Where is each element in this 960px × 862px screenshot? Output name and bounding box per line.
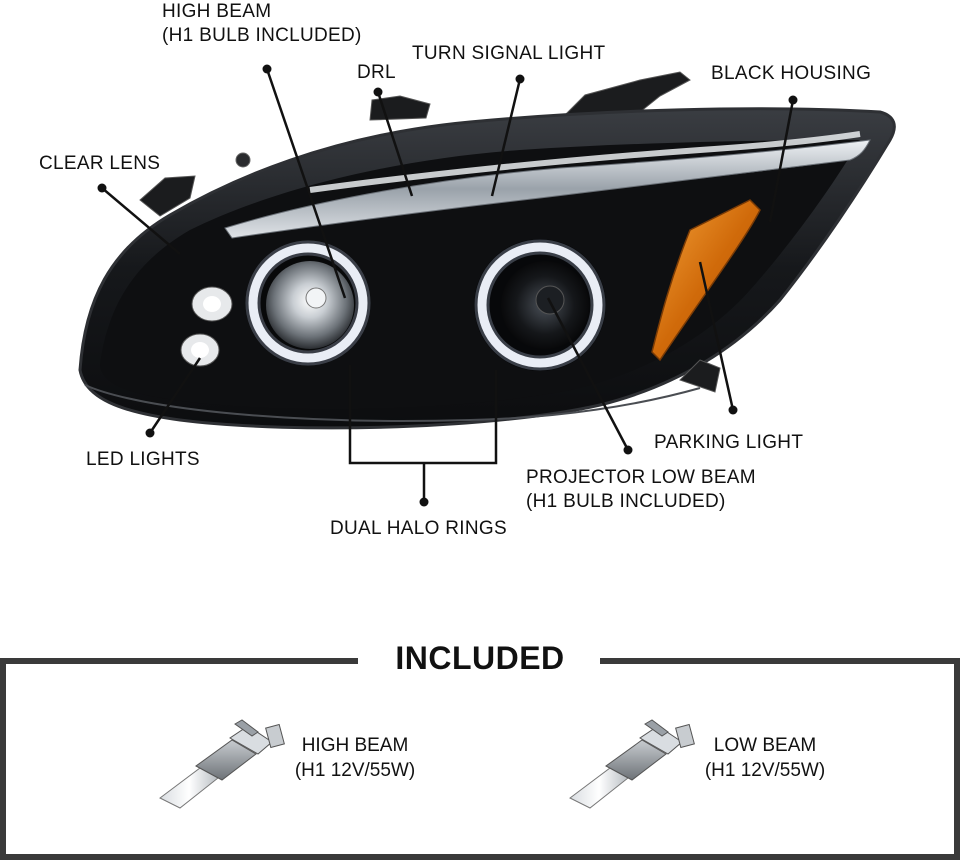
label-dual-halo-rings: DUAL HALO RINGS <box>330 518 507 539</box>
h1-bulb-icon-high <box>159 719 285 809</box>
label-high-beam: HIGH BEAM (H1 BULB INCLUDED) <box>162 0 362 48</box>
label-parking-light: PARKING LIGHT <box>654 432 804 453</box>
label-projector-low-beam: PROJECTOR LOW BEAM (H1 BULB INCLUDED) <box>526 466 756 514</box>
callout-lines <box>97 64 798 507</box>
projector-low-beam <box>474 239 606 371</box>
drl-strip <box>224 139 871 239</box>
h1-bulb-icon-low <box>569 719 695 809</box>
label-high-beam-line2: (H1 BULB INCLUDED) <box>162 25 362 46</box>
label-drl: DRL <box>357 62 396 83</box>
label-high-beam-line1: HIGH BEAM <box>162 1 272 22</box>
led-lights <box>180 286 233 367</box>
included-frame <box>0 658 960 860</box>
label-projector-line2: (H1 BULB INCLUDED) <box>526 491 726 512</box>
bulb-label-high-beam: HIGH BEAM (H1 12V/55W) <box>285 733 425 783</box>
high-beam-reflector <box>245 240 371 366</box>
bulb-low-name: LOW BEAM <box>713 735 817 756</box>
label-black-housing: BLACK HOUSING <box>711 63 872 84</box>
bulb-high-name: HIGH BEAM <box>301 735 409 756</box>
amber-parking-light <box>651 199 761 362</box>
label-turn-signal: TURN SIGNAL LIGHT <box>412 43 606 64</box>
included-title: INCLUDED <box>395 640 565 676</box>
bulb-high-spec: (H1 12V/55W) <box>294 760 416 781</box>
label-led-lights: LED LIGHTS <box>86 449 200 470</box>
label-clear-lens: CLEAR LENS <box>39 153 161 174</box>
bulb-label-low-beam: LOW BEAM (H1 12V/55W) <box>695 733 835 783</box>
label-projector-line1: PROJECTOR LOW BEAM <box>526 467 756 488</box>
bulb-low-spec: (H1 12V/55W) <box>704 760 826 781</box>
